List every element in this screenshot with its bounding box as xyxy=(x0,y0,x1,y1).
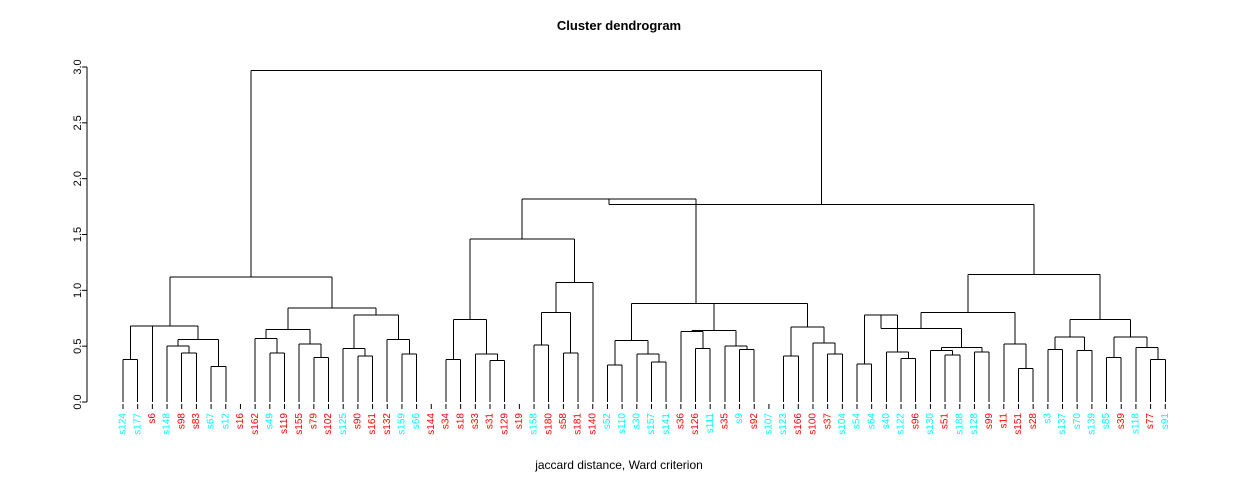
page-title: Cluster dendrogram xyxy=(556,18,682,33)
y-tick-label: 1.0 xyxy=(72,283,84,298)
leaf-label[interactable]: s28 xyxy=(1028,413,1039,430)
leaf-label[interactable]: s66 xyxy=(411,413,422,430)
dendrogram-branches xyxy=(122,69,1166,402)
leaf-label[interactable]: s9 xyxy=(734,413,745,424)
leaf-label[interactable]: s155 xyxy=(294,413,305,435)
leaf-label[interactable]: s129 xyxy=(499,413,510,435)
leaf-label[interactable]: s52 xyxy=(602,413,613,430)
leaf-label[interactable]: s126 xyxy=(690,413,701,435)
y-tick-label: 2.0 xyxy=(72,171,84,186)
leaf-label[interactable]: s140 xyxy=(587,413,598,435)
leaf-label[interactable]: s100 xyxy=(808,413,819,435)
leaf-label[interactable]: s49 xyxy=(264,413,275,430)
leaf-label[interactable]: s162 xyxy=(250,413,261,435)
leaf-label[interactable]: s39 xyxy=(1116,413,1127,430)
leaf-label[interactable]: s137 xyxy=(1057,413,1068,435)
leaf-label[interactable]: s6 xyxy=(147,413,158,424)
leaf-label[interactable]: s139 xyxy=(1087,413,1098,435)
leaf-label[interactable]: s111 xyxy=(705,413,716,434)
leaf-label[interactable]: s125 xyxy=(338,413,349,435)
leaf-label[interactable]: s181 xyxy=(573,413,584,435)
leaf-label[interactable]: s16 xyxy=(235,413,246,430)
leaf-label[interactable]: s11 xyxy=(998,413,1009,429)
leaf-label[interactable]: s158 xyxy=(529,413,540,435)
y-tick-label: 1.5 xyxy=(72,227,84,242)
leaf-label[interactable]: s19 xyxy=(514,413,525,430)
leaf-label[interactable]: s96 xyxy=(910,413,921,430)
leaf-label[interactable]: s166 xyxy=(793,413,804,435)
leaf-label[interactable]: s34 xyxy=(441,413,452,430)
leaf-label[interactable]: s128 xyxy=(969,413,980,435)
leaf-label[interactable]: s132 xyxy=(382,413,393,435)
leaf-label[interactable]: s107 xyxy=(764,413,775,435)
leaf-label[interactable]: s37 xyxy=(822,413,833,430)
leaf-label[interactable]: s188 xyxy=(954,413,965,435)
leaf-label[interactable]: s159 xyxy=(397,413,408,435)
leaf-label[interactable]: s98 xyxy=(176,413,187,430)
leaf-label[interactable]: s180 xyxy=(543,413,554,435)
leaf-label[interactable]: s79 xyxy=(308,413,319,430)
y-tick-label: 2.5 xyxy=(72,115,84,130)
leaf-label[interactable]: s123 xyxy=(778,413,789,435)
leaf-label[interactable]: s130 xyxy=(925,413,936,435)
leaf-label[interactable]: s104 xyxy=(837,413,848,435)
leaf-label[interactable]: s92 xyxy=(749,413,760,430)
leaf-label[interactable]: s58 xyxy=(558,413,569,430)
leaf-label[interactable]: s51 xyxy=(940,413,951,430)
leaf-label[interactable]: s91 xyxy=(1160,413,1171,430)
y-axis: 3.0 2.5 2.0 1.5 1.0 0.5 0.0 xyxy=(72,59,88,410)
leaf-label[interactable]: s144 xyxy=(426,413,437,435)
y-tick-label: 0.5 xyxy=(72,339,84,354)
leaf-label[interactable]: s148 xyxy=(162,413,173,435)
leaf-label[interactable]: s30 xyxy=(631,413,642,430)
leaf-label[interactable]: s54 xyxy=(852,413,863,430)
leaf-label[interactable]: s77 xyxy=(1145,413,1156,430)
leaf-label[interactable]: s122 xyxy=(896,413,907,435)
leaf-label[interactable]: s151 xyxy=(1013,413,1024,435)
leaf-label[interactable]: s124 xyxy=(118,413,129,435)
leaf-label[interactable]: s31 xyxy=(485,413,496,430)
leaf-label[interactable]: s110 xyxy=(617,413,628,434)
leaf-label[interactable]: s83 xyxy=(191,413,202,430)
leaf-label[interactable]: s102 xyxy=(323,413,334,435)
leaf-label[interactable]: s40 xyxy=(881,413,892,430)
leaf-label[interactable]: s3 xyxy=(1042,413,1053,424)
leaf-label[interactable]: s119 xyxy=(279,413,290,434)
leaf-label[interactable]: s36 xyxy=(675,413,686,430)
y-tick-label: 3.0 xyxy=(72,59,84,74)
leaf-label[interactable]: s64 xyxy=(866,413,877,430)
x-axis-label: jaccard distance, Ward criterion xyxy=(535,458,703,472)
leaf-label[interactable]: s157 xyxy=(646,413,657,435)
leaf-label[interactable]: s33 xyxy=(470,413,481,430)
leaf-label[interactable]: s85 xyxy=(1101,413,1112,430)
leaf-label[interactable]: s161 xyxy=(367,413,378,435)
y-tick-label: 0.0 xyxy=(72,394,84,409)
leaf-label[interactable]: s12 xyxy=(220,413,231,430)
leaf-label[interactable]: s141 xyxy=(661,413,672,435)
leaf-label[interactable]: s99 xyxy=(984,413,995,430)
leaf-label[interactable]: s90 xyxy=(353,413,364,430)
leaf-label[interactable]: s70 xyxy=(1072,413,1083,430)
leaf-label[interactable]: s177 xyxy=(132,413,143,435)
leaf-label[interactable]: s35 xyxy=(720,413,731,430)
leaf-label[interactable]: s118 xyxy=(1131,413,1142,434)
leaf-label[interactable]: s18 xyxy=(455,413,466,430)
leaf-label[interactable]: s67 xyxy=(206,413,217,430)
